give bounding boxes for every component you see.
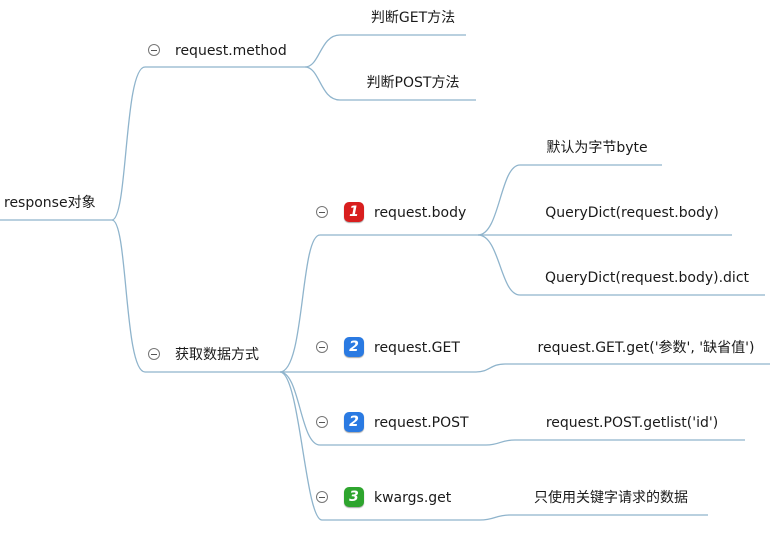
connector-data-kwargs bbox=[279, 371, 480, 521]
topic-querydict-dict[interactable]: QueryDict(request.body).dict bbox=[544, 270, 750, 286]
topic-keyword-request-data[interactable]: 只使用关键字请求的数据 bbox=[534, 490, 688, 506]
topic-request-get[interactable]: request.GET bbox=[374, 340, 460, 356]
topic-default-byte[interactable]: 默认为字节byte bbox=[546, 140, 648, 156]
priority-1-icon: 1 bbox=[344, 202, 364, 222]
priority-3-icon: 3 bbox=[344, 487, 364, 507]
connector-body-dict bbox=[477, 234, 765, 296]
connector-root-method bbox=[111, 66, 305, 221]
connector-root-data bbox=[111, 219, 280, 373]
connector-post-leaf bbox=[485, 439, 745, 446]
topic-kwargs-get[interactable]: kwargs.get bbox=[374, 490, 452, 506]
topic-querydict[interactable]: QueryDict(request.body) bbox=[545, 205, 719, 221]
connector-data-body bbox=[279, 234, 478, 373]
topic-judge-get[interactable]: 判断GET方法 bbox=[370, 10, 456, 26]
connector-kwargs-leaf bbox=[479, 514, 708, 521]
priority-2-icon: 2 bbox=[344, 412, 364, 432]
collapse-get-icon[interactable] bbox=[316, 341, 328, 353]
priority-2-icon: 2 bbox=[344, 337, 364, 357]
topic-post-getlist[interactable]: request.POST.getlist('id') bbox=[545, 415, 719, 431]
topic-request-post[interactable]: request.POST bbox=[374, 415, 469, 431]
collapse-method-icon[interactable] bbox=[148, 44, 160, 56]
connector-data-post bbox=[279, 371, 486, 446]
connector-method-get bbox=[304, 34, 466, 68]
collapse-body-icon[interactable] bbox=[316, 206, 328, 218]
topic-request-body[interactable]: request.body bbox=[374, 205, 467, 221]
topic-get-data-methods[interactable]: 获取数据方式 bbox=[175, 347, 259, 363]
collapse-post-icon[interactable] bbox=[316, 416, 328, 428]
collapse-kwargs-icon[interactable] bbox=[316, 491, 328, 503]
topic-request-method[interactable]: request.method bbox=[175, 43, 287, 59]
topic-judge-post[interactable]: 判断POST方法 bbox=[366, 75, 460, 91]
connector-method-post bbox=[304, 66, 476, 101]
collapse-data-icon[interactable] bbox=[148, 348, 160, 360]
topic-get-get-param[interactable]: request.GET.get('参数', '缺省值') bbox=[537, 340, 755, 356]
connector-get-leaf bbox=[475, 363, 770, 373]
connector-body-byte bbox=[477, 164, 662, 236]
root-topic[interactable]: response对象 bbox=[4, 195, 96, 211]
